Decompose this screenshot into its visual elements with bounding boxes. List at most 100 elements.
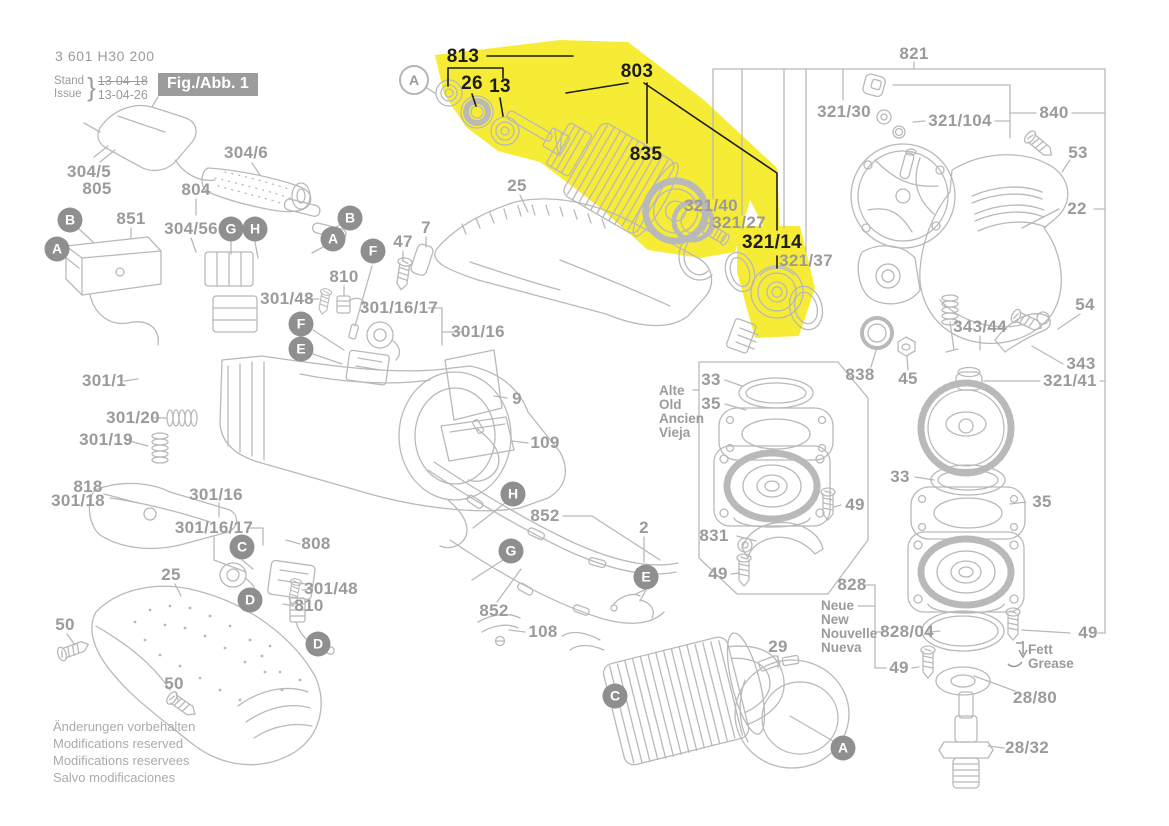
part-label-50: 50 — [164, 674, 184, 693]
gear-housing-drawing — [434, 198, 713, 327]
part-label-49: 49 — [708, 564, 728, 583]
part-label-851: 851 — [116, 209, 146, 228]
footer-note-line-1: Modifications reserved — [53, 736, 184, 751]
part-label-304-56: 304/56 — [164, 219, 218, 238]
part-label-29: 29 — [768, 637, 788, 656]
part-label-33: 33 — [701, 370, 721, 389]
marker-a-0: A — [399, 65, 429, 95]
marker-g-3: G — [218, 216, 244, 242]
part-label-343: 343 — [1066, 354, 1096, 373]
part-label-9: 9 — [512, 389, 522, 408]
part-label-838: 838 — [845, 365, 875, 384]
part-label-301-1: 301/1 — [81, 371, 127, 390]
stand-label: Stand — [54, 74, 85, 87]
marker-f-8: F — [288, 311, 314, 337]
part-label-301-16: 301/16 — [189, 485, 243, 504]
shaft-rings-drawing — [678, 235, 824, 354]
old-bearing-stack-drawing — [714, 377, 836, 587]
marker-a-6: A — [320, 226, 346, 252]
marker-f-7: F — [360, 238, 386, 264]
marker-c-16: C — [602, 683, 628, 709]
part-label-835: 835 — [629, 144, 663, 165]
old-version-note-line-3: Vieja — [659, 425, 691, 440]
part-label-304-5: 304/5 — [66, 162, 112, 181]
part-label-49: 49 — [889, 658, 909, 677]
part-label-301-48: 301/48 — [304, 579, 358, 598]
old-version-note-line-2: Ancien — [659, 411, 705, 426]
part-label-28-32: 28/32 — [1004, 738, 1050, 757]
part-label-301-19: 301/19 — [79, 430, 133, 449]
part-label-831: 831 — [699, 526, 729, 545]
figure-label: Fig./Abb. 1 — [158, 73, 258, 96]
part-label-301-16: 301/16 — [451, 322, 505, 341]
part-label-813: 813 — [446, 46, 480, 67]
grease-note-line-1: Grease — [1028, 656, 1074, 671]
part-label-810: 810 — [294, 596, 324, 615]
old-version-note-line-0: Alte — [659, 383, 685, 398]
date-new: 13-04-26 — [97, 87, 148, 102]
handle-drawing — [55, 585, 322, 766]
part-label-7: 7 — [421, 218, 431, 237]
rear-housing-drawing — [857, 128, 1069, 345]
type-number: 3 601 H30 200 — [55, 48, 155, 64]
motor-housing-drawing — [219, 355, 566, 512]
part-label-301-20: 301/20 — [106, 408, 160, 427]
part-label-13: 13 — [489, 76, 511, 97]
insulation-panels-drawing — [440, 349, 515, 462]
brush-parts-top-drawing — [316, 265, 401, 386]
new-version-note-line-3: Nueva — [821, 640, 862, 655]
part-label-321-37: 321/37 — [779, 251, 833, 270]
bearing-plate-drawing — [850, 143, 956, 249]
bracket-lines — [698, 61, 1106, 634]
stator-drawing — [561, 631, 785, 766]
part-label-818: 818 — [73, 477, 103, 496]
marker-c-10: C — [229, 534, 255, 560]
part-label-35: 35 — [701, 394, 721, 413]
part-label-343-44: 343/44 — [953, 317, 1007, 336]
part-label-25: 25 — [161, 565, 181, 584]
part-label-828: 828 — [837, 575, 867, 594]
part-label-321-41: 321/41 — [1043, 371, 1097, 390]
part-label-301-16-17: 301/16/17 — [359, 298, 439, 317]
part-label-805: 805 — [82, 179, 112, 198]
part-label-804: 804 — [181, 180, 211, 199]
part-label-109: 109 — [530, 433, 560, 452]
issue-label: Issue — [54, 87, 82, 100]
small-parts-top-right-drawing — [862, 73, 917, 180]
part-label-321-40: 321/40 — [684, 196, 738, 215]
new-bearing-stack-drawing — [908, 464, 1025, 696]
air-deflector-drawing — [734, 654, 850, 769]
switch-drawing — [65, 236, 258, 346]
crown-gear-drawing — [917, 379, 1015, 477]
part-label-45: 45 — [898, 369, 918, 388]
highlight-leader-lines — [447, 55, 778, 269]
marker-h-13: H — [500, 481, 526, 507]
part-label-321-14: 321/14 — [742, 232, 802, 253]
part-label-49: 49 — [1078, 623, 1098, 642]
marker-a-2: A — [44, 236, 70, 262]
part-label-810: 810 — [329, 267, 359, 286]
part-label-25: 25 — [507, 176, 527, 195]
lever-group-drawing — [941, 294, 1051, 353]
part-label-821: 821 — [899, 44, 929, 63]
spindle-drawing — [938, 691, 994, 789]
leader-lines — [64, 85, 1106, 749]
revision-block: Stand Issue } 13-04-18 13-04-26 — [54, 72, 148, 103]
part-label-108: 108 — [528, 622, 558, 641]
new-version-note-line-0: Neue — [821, 598, 855, 613]
footer-note-line-3: Salvo modificaciones — [53, 770, 176, 785]
old-version-note-line-1: Old — [659, 397, 682, 412]
part-label-2: 2 — [639, 518, 649, 537]
old-version-box — [698, 361, 869, 595]
part-label-53: 53 — [1068, 143, 1088, 162]
part-label-321-27: 321/27 — [712, 213, 766, 232]
part-label-304-6: 304/6 — [223, 143, 269, 162]
part-label-301-16-17: 301/16/17 — [174, 518, 254, 537]
part-label-852: 852 — [479, 601, 509, 620]
marker-b-1: B — [57, 207, 83, 233]
part-label-321-104: 321/104 — [928, 111, 992, 130]
